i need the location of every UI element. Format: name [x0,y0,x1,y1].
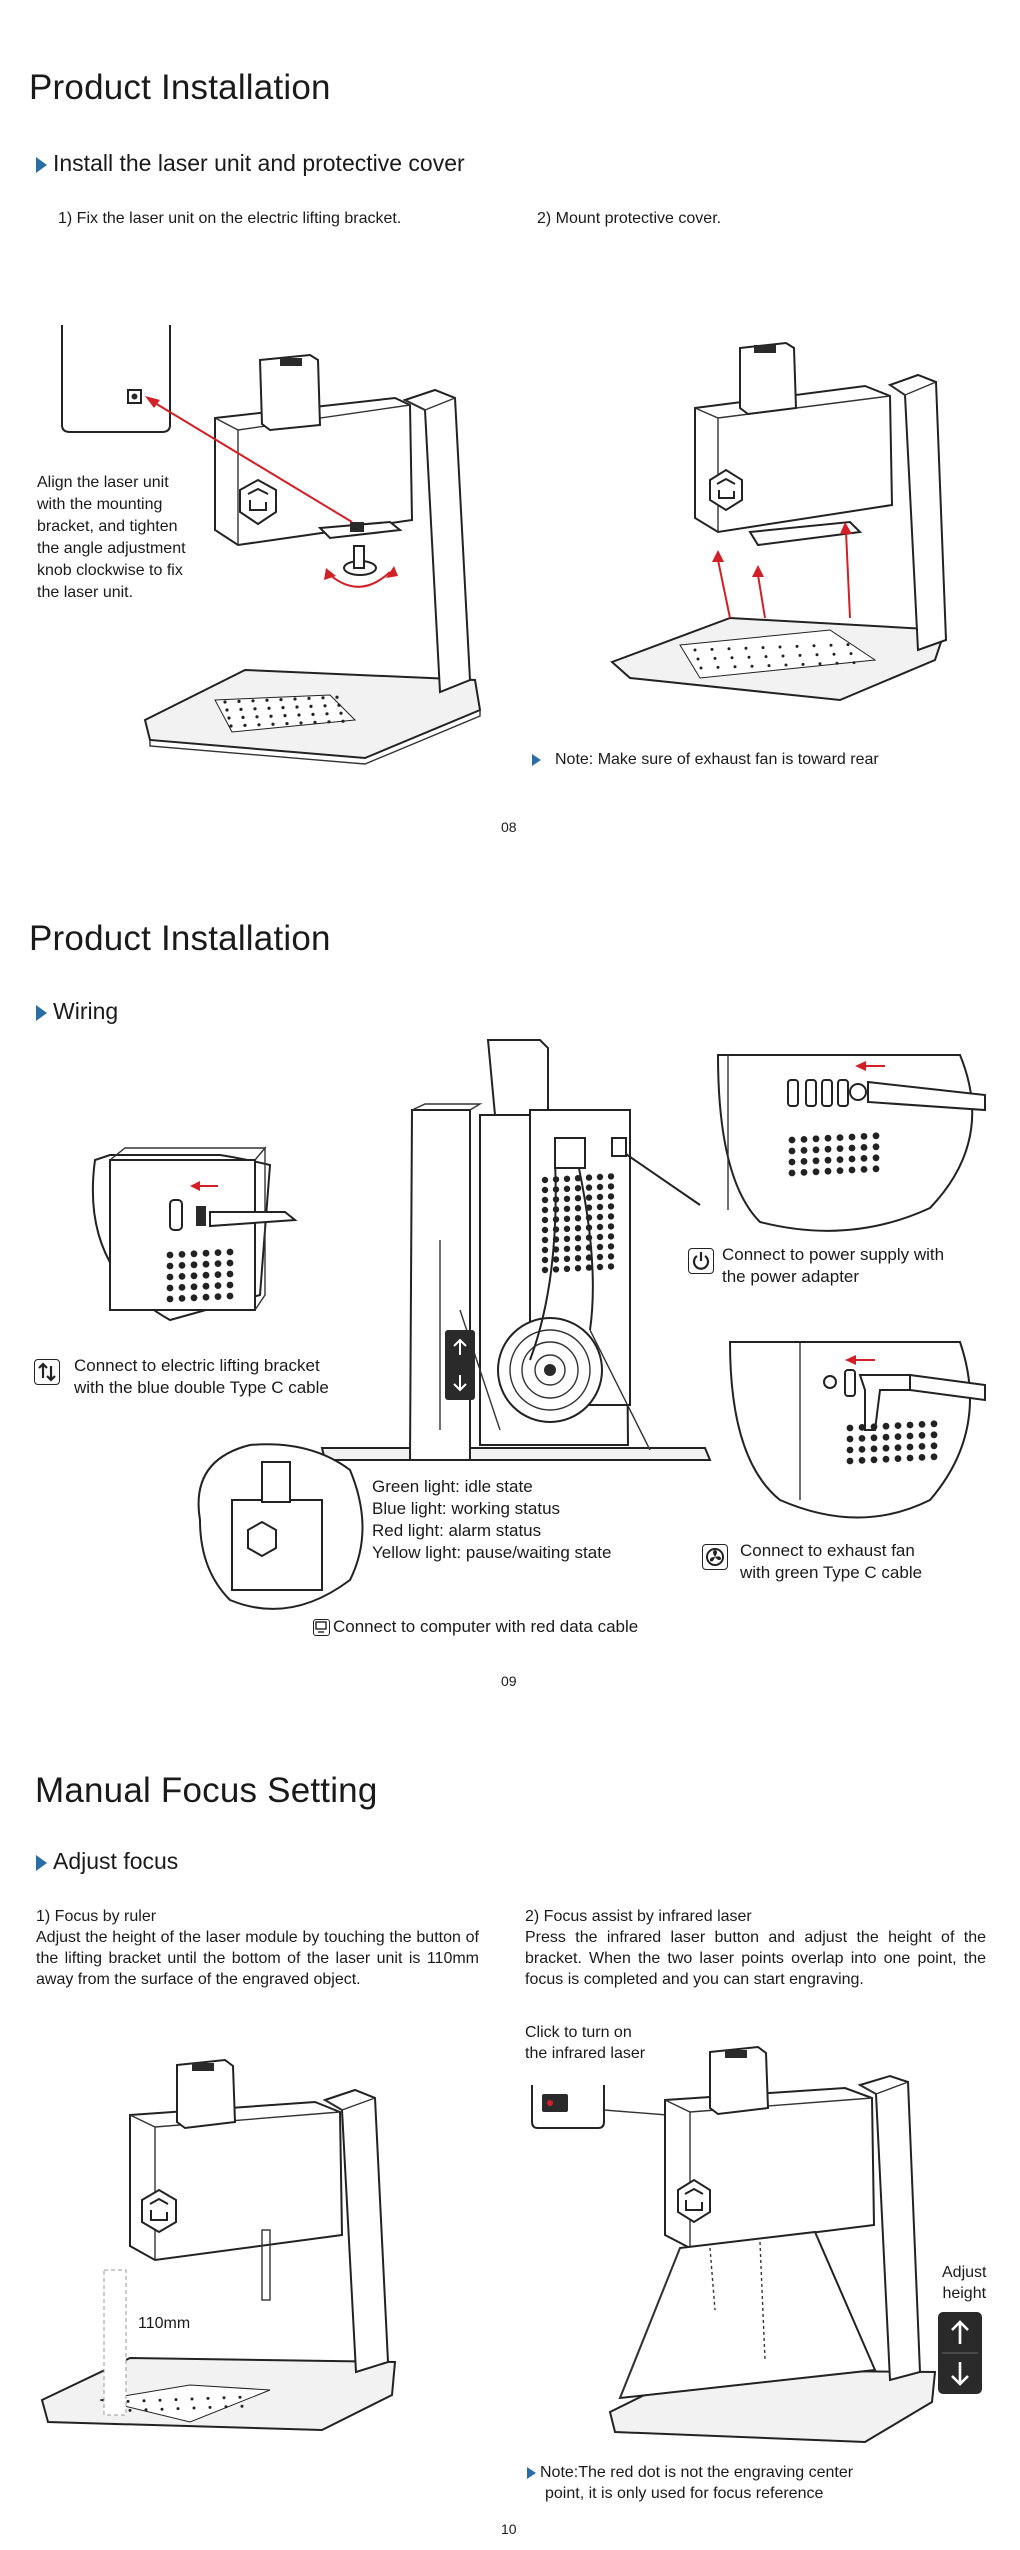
step-1-label: 1) Fix the laser unit on the electric li… [58,210,402,227]
height-adjust-buttons [938,2312,982,2394]
updown-arrows-icon [34,1359,60,1385]
exhaust-fan-callout: Connect to exhaust fan with green Type C… [702,1540,922,1584]
power-icon [688,1248,714,1274]
section-heading: Wiring [36,998,118,1025]
note-exhaust: Note: Make sure of exhaust fan is toward… [532,749,879,770]
section-heading: Adjust focus [36,1848,178,1875]
note-red-dot: Note:The red dot is not the engraving ce… [527,2462,853,2504]
infrared-focus-illustration [531,2045,937,2444]
engraving-grid [214,694,357,733]
page-number: 08 [501,819,517,835]
power-callout: Connect to power supply with the power a… [688,1244,944,1288]
protective-cover-illustration [610,341,948,702]
triangle-bullet-icon [36,156,47,173]
wiring-illustration [91,1039,986,1610]
section-heading: Install the laser unit and protective co… [36,150,465,177]
computer-icon [313,1619,330,1637]
focus-by-infrared-text: 2) Focus assist by infrared laser Press … [525,1908,986,1988]
laser-unit-mount-illustration [61,325,482,765]
ruler-focus-illustration [40,2058,397,2432]
ruler-measurement-label: 110mm [138,2315,191,2332]
adjust-height-label: Adjust height [942,2264,987,2302]
status-light-legend: Green light: idle state Blue light: work… [372,1477,612,1562]
lifting-bracket-callout: Connect to electric lifting bracket with… [34,1355,329,1399]
infrared-button-callout: Click to turn on the infrared laser [525,2024,646,2062]
page-number: 10 [501,2521,517,2537]
triangle-bullet-icon [36,1854,47,1871]
triangle-bullet-icon [532,753,541,766]
align-instruction: Align the laser unit with the mounting b… [37,474,186,601]
fan-icon [702,1544,728,1570]
page-number: 09 [501,1673,517,1689]
computer-callout: Connect to computer with red data cable [313,1616,638,1638]
triangle-bullet-icon [527,2466,536,2479]
triangle-bullet-icon [36,1004,47,1021]
page-title: Product Installation [29,919,331,958]
page-title: Manual Focus Setting [35,1771,378,1810]
page-title: Product Installation [29,68,331,107]
focus-by-ruler-text: 1) Focus by ruler Adjust the height of t… [36,1908,479,1988]
step-2-label: 2) Mount protective cover. [537,210,722,227]
updown-arrows-icon [942,2320,978,2386]
